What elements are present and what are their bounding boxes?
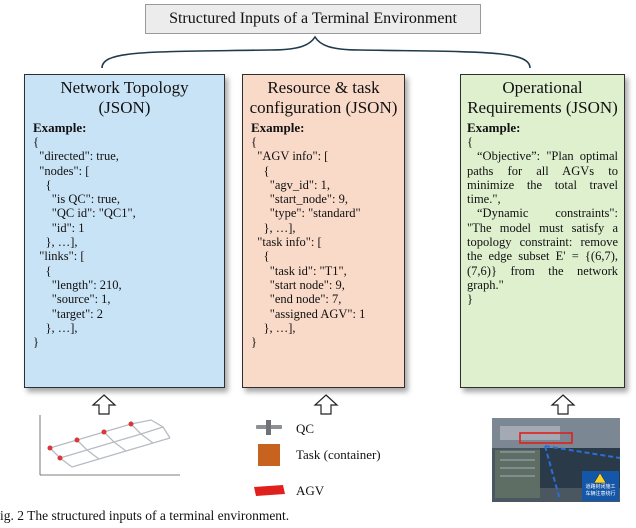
json-example-code: { "AGV info": [ { "agv_id": 1, "start_no… [251,135,366,350]
panel-title: Network Topology (JSON) [60,78,189,117]
constraints-entry: “Dynamic constraints": "The model must s… [467,206,618,292]
network-graph-illustration [39,415,180,476]
qc-crane-icon [256,420,282,435]
network-topology-panel: Network Topology (JSON) Example: { "dire… [24,74,225,388]
panel-title: Resource & task configuration (JSON) [249,78,398,117]
road-closed-sign-icon [582,471,619,501]
graph-node-marker [128,421,134,427]
task-container-icon [258,444,280,466]
json-example-code: { "directed": true, "nodes": [ { "is QC"… [33,135,136,350]
example-label: Example: [33,120,87,135]
graph-node-marker [74,437,80,443]
example-label: Example: [467,120,521,135]
diagram-title: Structured Inputs of a Terminal Environm… [169,10,457,27]
agv-icon [254,485,285,496]
grouping-brace [101,35,531,69]
example-label: Example: [251,120,305,135]
graph-node-marker [57,455,63,461]
terminal-satellite-image [492,418,621,502]
up-arrow-icon [91,394,117,415]
legend-agv-label: AGV [296,483,325,498]
graph-node-marker [47,445,53,451]
resource-task-panel: Resource & task configuration (JSON) Exa… [242,74,405,388]
panel-title: Operational Requirements (JSON) [467,78,618,117]
diagram-title-box: Structured Inputs of a Terminal Environm… [145,4,481,34]
figure-caption: ig. 2 The structured inputs of a termina… [0,508,290,523]
objective-entry: “Objective”: "Plan optimal paths for all… [467,149,618,207]
legend-qc-label: QC [296,421,315,436]
road-sign-text: 道路封闭施工 车辆注意绕行 [585,484,616,497]
up-arrow-icon [313,394,339,415]
up-arrow-icon [550,394,576,415]
json-example-text: { “Objective”: "Plan optimal paths for a… [461,135,624,307]
open-brace: { [467,135,473,149]
close-brace: } [467,292,473,307]
graph-node-marker [101,429,107,435]
operational-requirements-panel: Operational Requirements (JSON) Example:… [460,74,625,388]
legend-task-label: Task (container) [296,447,381,462]
